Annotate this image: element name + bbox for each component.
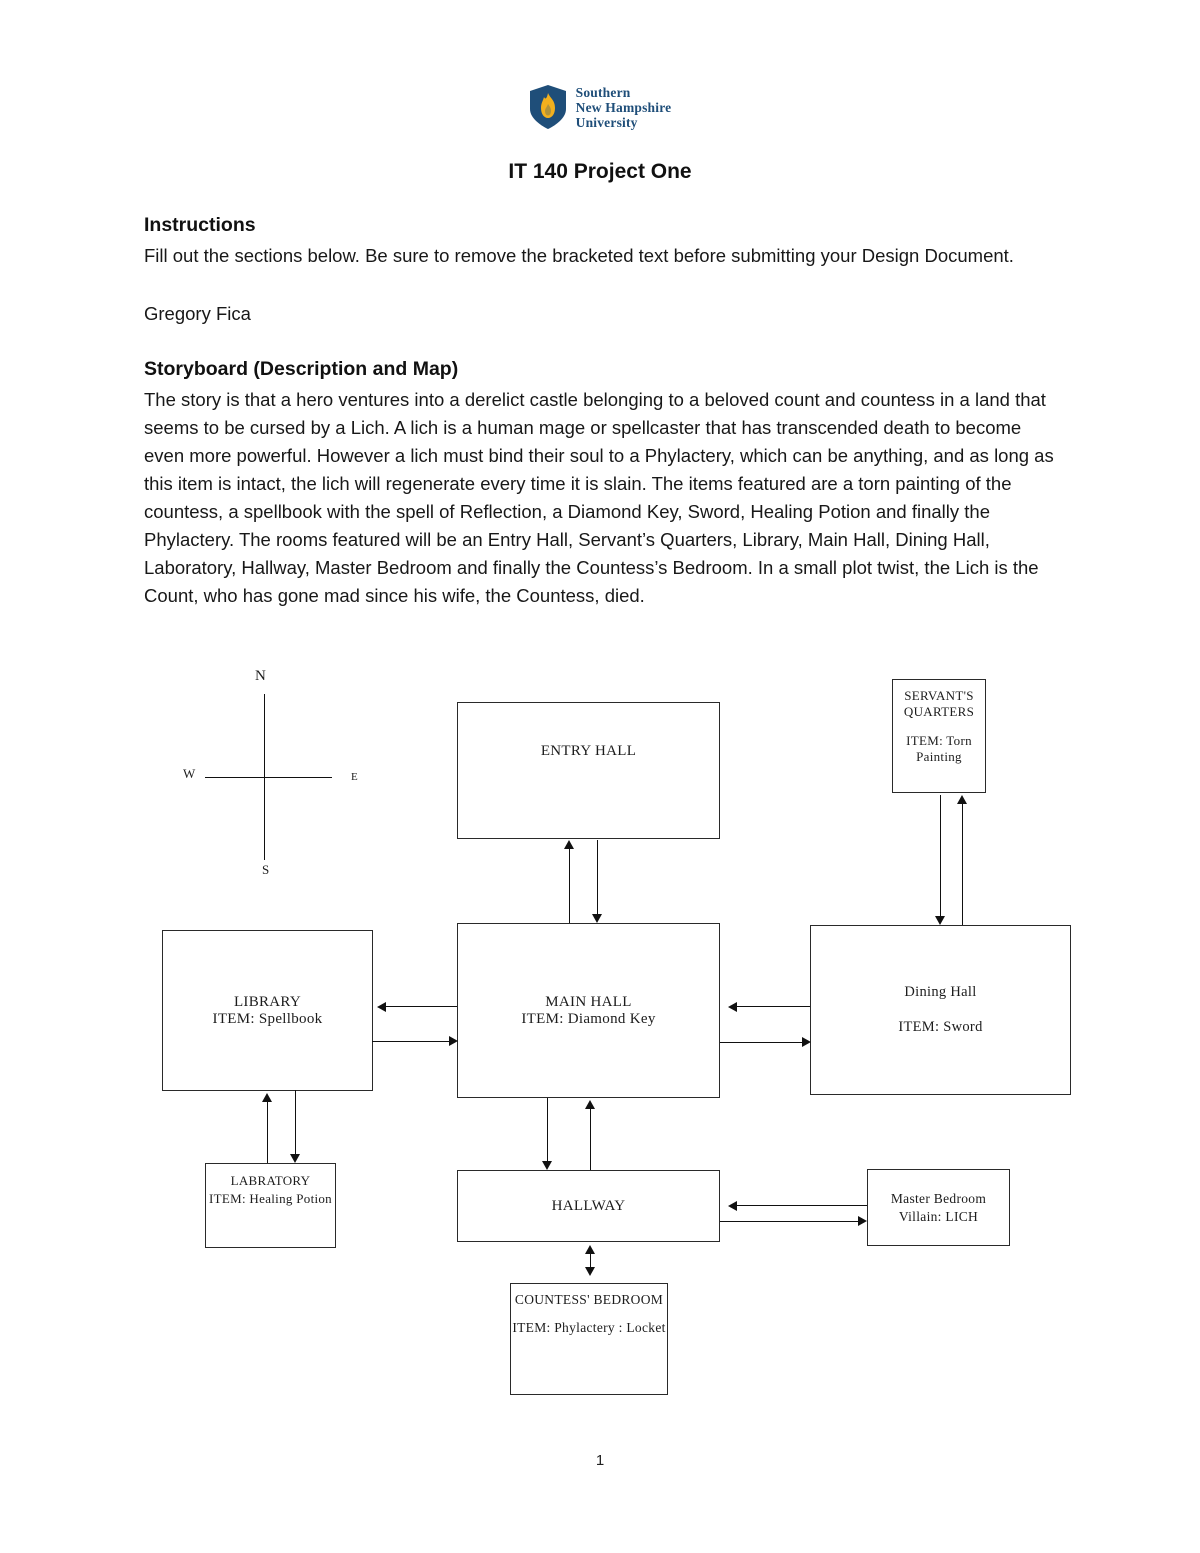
instructions-body: Fill out the sections below. Be sure to … bbox=[144, 245, 1014, 266]
room-main-hall-name: MAIN HALL bbox=[545, 993, 632, 1010]
room-dining-hall-item: ITEM: Sword bbox=[898, 1019, 983, 1035]
connector-hallway-to-countess-arrow bbox=[585, 1267, 595, 1276]
room-servants-quarters-name: SERVANT'S QUARTERS bbox=[903, 688, 975, 719]
connector-countess-to-hallway-arrow bbox=[585, 1245, 595, 1254]
connector-main-to-entry-arrow bbox=[564, 840, 574, 849]
connector-labratory-to-library-arrow bbox=[262, 1093, 272, 1102]
storyboard-body: The story is that a hero ventures into a… bbox=[144, 389, 1054, 606]
connector-library-to-labratory-arrow bbox=[290, 1154, 300, 1163]
compass-horizontal-line bbox=[205, 777, 332, 778]
room-entry-hall-name: ENTRY HALL bbox=[540, 743, 637, 759]
snhu-wordmark: Southern New Hampshire University bbox=[576, 85, 672, 130]
snhu-logo: Southern New Hampshire University bbox=[0, 0, 1200, 130]
connector-entry-to-main-arrow bbox=[592, 914, 602, 923]
compass-east-label: E bbox=[351, 771, 358, 783]
room-labratory: LABRATORY ITEM: Healing Potion bbox=[205, 1163, 336, 1248]
connector-library-to-main-arrow bbox=[449, 1036, 458, 1046]
connector-main-to-library-line bbox=[385, 1006, 457, 1007]
connector-dining-to-servants-line bbox=[962, 803, 963, 925]
instructions-heading: Instructions bbox=[144, 214, 256, 236]
connector-hallway-to-master-arrow bbox=[858, 1216, 867, 1226]
connector-dining-to-servants-arrow bbox=[957, 795, 967, 804]
connector-dining-to-main-line bbox=[736, 1006, 810, 1007]
storyboard-heading: Storyboard (Description and Map) bbox=[144, 358, 459, 380]
room-countess-bedroom-item: ITEM: Phylactery : Locket bbox=[512, 1320, 666, 1335]
connector-dining-to-main-arrow bbox=[728, 1002, 737, 1012]
room-servants-quarters-item: ITEM: Torn Painting bbox=[906, 733, 972, 764]
connector-library-to-labratory-line bbox=[295, 1090, 296, 1155]
connector-master-to-hallway-arrow bbox=[728, 1201, 737, 1211]
connector-main-to-library-arrow bbox=[377, 1002, 386, 1012]
connector-labratory-to-library-line bbox=[267, 1101, 268, 1163]
connector-hallway-to-master-line bbox=[720, 1221, 859, 1222]
compass-south-label: S bbox=[262, 862, 270, 877]
document-body: Instructions Fill out the sections below… bbox=[0, 214, 1200, 610]
connector-servants-to-dining-line bbox=[940, 795, 941, 916]
room-entry-hall: ENTRY HALL bbox=[457, 702, 720, 839]
connector-hallway-to-main-line bbox=[590, 1108, 591, 1170]
compass-west-label: W bbox=[183, 766, 196, 781]
connector-main-to-dining-arrow bbox=[802, 1037, 811, 1047]
connector-servants-to-dining-arrow bbox=[935, 916, 945, 925]
snhu-wordmark-line1: Southern bbox=[575, 84, 631, 100]
connector-master-to-hallway-line bbox=[736, 1205, 867, 1206]
snhu-shield-flame-icon bbox=[529, 85, 566, 129]
room-library-name: LIBRARY bbox=[233, 993, 302, 1010]
compass-north-label: N bbox=[255, 668, 266, 684]
room-master-bedroom-item: Villain: LICH bbox=[898, 1208, 979, 1224]
room-main-hall-item: ITEM: Diamond Key bbox=[521, 1010, 656, 1027]
room-servants-quarters: SERVANT'S QUARTERS ITEM: Torn Painting bbox=[892, 679, 986, 793]
page-title: IT 140 Project One bbox=[508, 160, 692, 183]
connector-main-to-hallway-arrow bbox=[542, 1161, 552, 1170]
room-master-bedroom-name: Master Bedroom bbox=[890, 1190, 987, 1206]
author-name: Gregory Fica bbox=[144, 303, 251, 324]
room-master-bedroom: Master Bedroom Villain: LICH bbox=[867, 1169, 1010, 1246]
room-library-item: ITEM: Spellbook bbox=[212, 1010, 323, 1027]
room-countess-bedroom-name: COUNTESS' BEDROOM bbox=[514, 1292, 664, 1307]
room-labratory-item: ITEM: Healing Potion bbox=[209, 1191, 332, 1206]
connector-main-to-hallway-line bbox=[547, 1098, 548, 1162]
room-dining-hall: Dining Hall ITEM: Sword bbox=[810, 925, 1071, 1095]
room-countess-bedroom: COUNTESS' BEDROOM ITEM: Phylactery : Loc… bbox=[510, 1283, 668, 1395]
room-hallway-name: HALLWAY bbox=[551, 1197, 626, 1214]
connector-library-to-main-line bbox=[372, 1041, 449, 1042]
connector-main-to-dining-line bbox=[720, 1042, 802, 1043]
connector-hallway-countess-line bbox=[590, 1252, 591, 1268]
snhu-wordmark-line2: New Hampshire bbox=[575, 99, 672, 115]
room-hallway: HALLWAY bbox=[457, 1170, 720, 1242]
connector-hallway-to-main-arrow bbox=[585, 1100, 595, 1109]
snhu-wordmark-line3: University bbox=[575, 114, 638, 130]
connector-main-to-entry-line bbox=[569, 848, 570, 923]
room-library: LIBRARY ITEM: Spellbook bbox=[162, 930, 373, 1091]
page-number: 1 bbox=[595, 1452, 605, 1469]
room-main-hall: MAIN HALL ITEM: Diamond Key bbox=[457, 923, 720, 1098]
room-labratory-name: LABRATORY bbox=[230, 1173, 311, 1188]
room-dining-hall-name: Dining Hall bbox=[904, 984, 977, 1000]
connector-entry-to-main-line bbox=[597, 840, 598, 914]
